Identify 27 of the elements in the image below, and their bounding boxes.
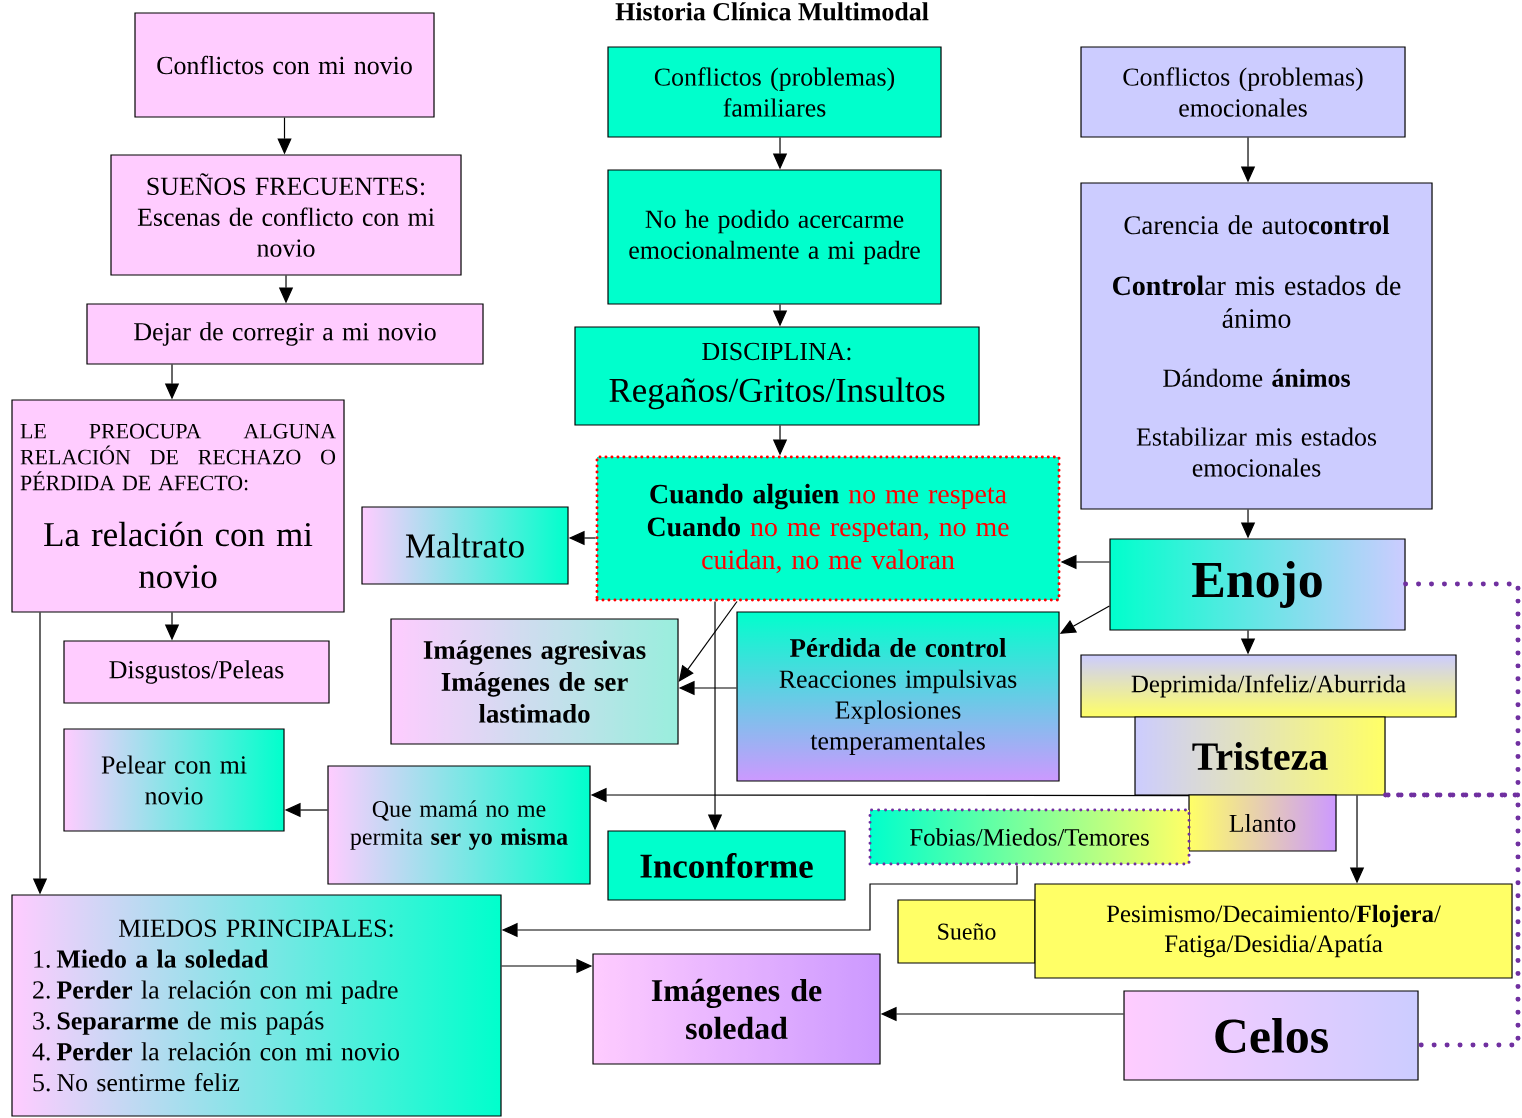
concept-box: Dejar de corregir a mi novio xyxy=(86,303,484,365)
concept-box: Carencia de autocontrol Controlar mis estados de ánimo Dándome ánimos Estabilizar mis estados emocionales xyxy=(1080,182,1433,510)
title: Historia Clínica Multimodal xyxy=(615,2,929,21)
concept-box: Imágenes de soledad xyxy=(592,953,881,1065)
concept-box: MIEDOS PRINCIPALES: 1. Miedo a la soledad 2. Perder la relación con mi padre 3. Separarme de mis papás 4. Perder la relación con mi novio 5. No sentirme feliz xyxy=(11,894,502,1117)
concept-box: Pelear con mi novio xyxy=(63,728,285,832)
concept-box: Llanto xyxy=(1188,794,1337,852)
concept-box: No he podido acercarme emocionalmente a mi padre xyxy=(607,169,942,305)
concept-box: Disgustos/Peleas xyxy=(63,640,330,704)
concept-box: Cuando alguien no me respeta Cuando no me respetan, no me cuidan, no me valoran xyxy=(595,455,1061,602)
concept-box: Conflictos (problemas) emocionales xyxy=(1080,46,1406,138)
concept-box: Celos xyxy=(1123,990,1419,1081)
concept-box: Deprimida/Infeliz/Aburrida xyxy=(1080,654,1457,718)
concept-box: Pérdida de control Reacciones impulsivas Explosiones temperamentales xyxy=(736,611,1060,782)
concept-box: Imágenes agresivas Imágenes de ser lastimado xyxy=(390,618,679,745)
concept-box: Sueño xyxy=(897,899,1036,964)
concept-box: Enojo xyxy=(1109,538,1406,631)
dotted-connector xyxy=(1383,792,1521,1048)
concept-box: Maltrato xyxy=(361,506,569,585)
concept-box: Conflictos (problemas) familiares xyxy=(607,46,942,138)
concept-box: SUEÑOS FRECUENTES: Escenas de conflicto con mi novio xyxy=(110,154,462,276)
concept-box: Que mamá no me permita ser yo misma xyxy=(327,765,591,885)
concept-box: LE PREOCUPA ALGUNA RELACIÓN DE RECHAZO O PÉRDIDA DE AFECTO: La relación con mi novio xyxy=(11,399,345,613)
concept-box: DISCIPLINA: Regaños/Gritos/Insultos xyxy=(574,326,980,426)
concept-box: Inconforme xyxy=(607,830,846,901)
concept-box: Conflictos con mi novio xyxy=(134,12,435,118)
arrow xyxy=(678,600,738,682)
